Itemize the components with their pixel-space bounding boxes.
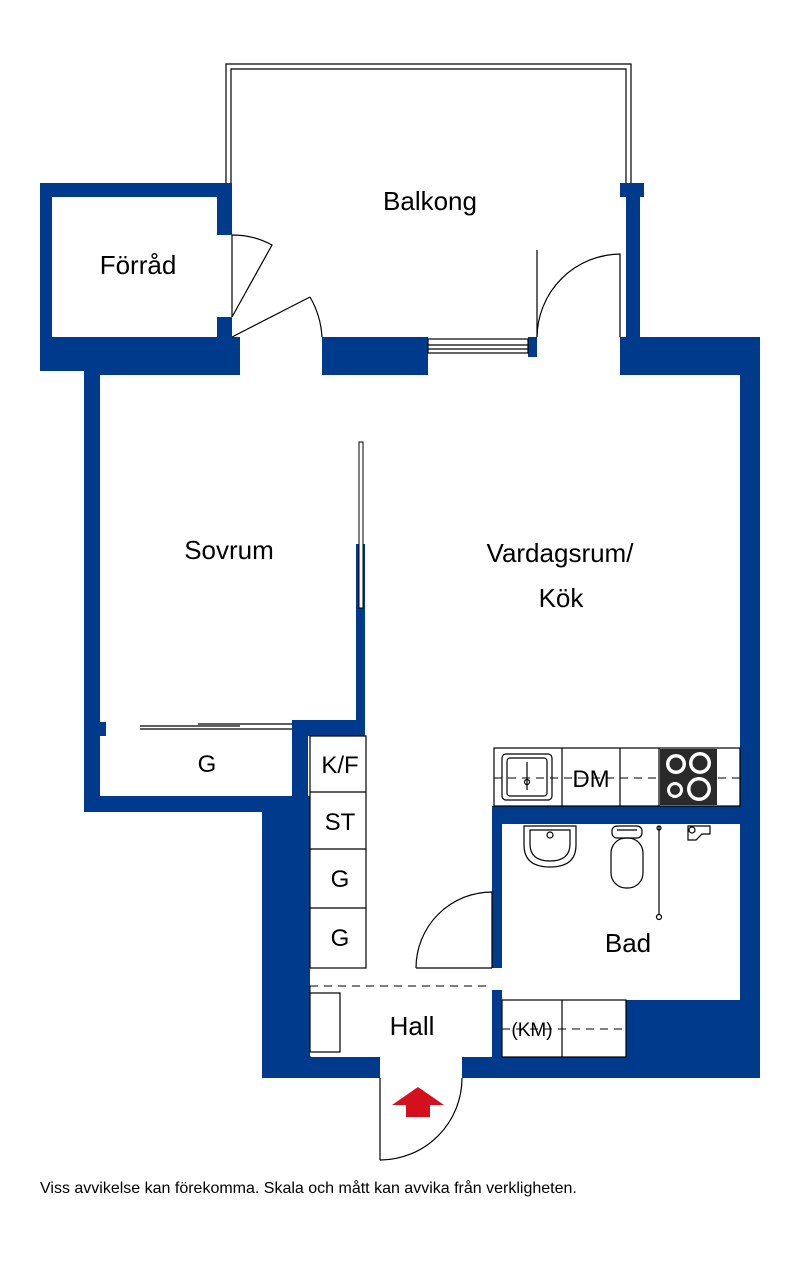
room-label-balkong: Balkong bbox=[383, 186, 477, 216]
fixture-label-km: (KM) bbox=[511, 1020, 552, 1041]
top-walls bbox=[84, 183, 760, 375]
disclaimer-text: Viss avvikelse kan förekomma. Skala och … bbox=[40, 1180, 577, 1197]
fixture-label-kf: K/F bbox=[321, 752, 358, 779]
fixture-label-wardrobe: G bbox=[198, 751, 217, 778]
fixture-label-dm: DM bbox=[572, 766, 609, 793]
room-label-sovrum: Sovrum bbox=[184, 535, 274, 565]
fixture-label-g2: G bbox=[331, 925, 350, 952]
room-label-kok: Kök bbox=[539, 583, 585, 613]
room-label-bad: Bad bbox=[605, 928, 651, 958]
toilet-icon bbox=[610, 825, 644, 889]
room-label-hall: Hall bbox=[390, 1011, 435, 1041]
washbasin-icon bbox=[523, 825, 577, 868]
laundry-counter bbox=[501, 999, 627, 1058]
bathroom-walls bbox=[492, 806, 760, 1078]
balcony-outline bbox=[225, 63, 632, 184]
shower-icon bbox=[655, 825, 711, 921]
fixture-label-st: ST bbox=[325, 809, 356, 836]
stove-icon bbox=[660, 749, 717, 805]
entrance-arrow-icon bbox=[392, 1087, 444, 1117]
right-walls bbox=[626, 357, 760, 1078]
window bbox=[427, 338, 529, 354]
hall-closets bbox=[309, 735, 492, 1057]
room-label-vardagsrum: Vardagsrum/ bbox=[487, 538, 635, 568]
kitchen-counter bbox=[493, 747, 741, 807]
room-label-forrad: Förråd bbox=[100, 250, 177, 280]
fixture-label-g1: G bbox=[331, 866, 350, 893]
doors bbox=[231, 234, 621, 1161]
left-walls bbox=[84, 357, 310, 1078]
bedroom-walls bbox=[140, 441, 365, 812]
bottom-walls bbox=[262, 1057, 760, 1078]
